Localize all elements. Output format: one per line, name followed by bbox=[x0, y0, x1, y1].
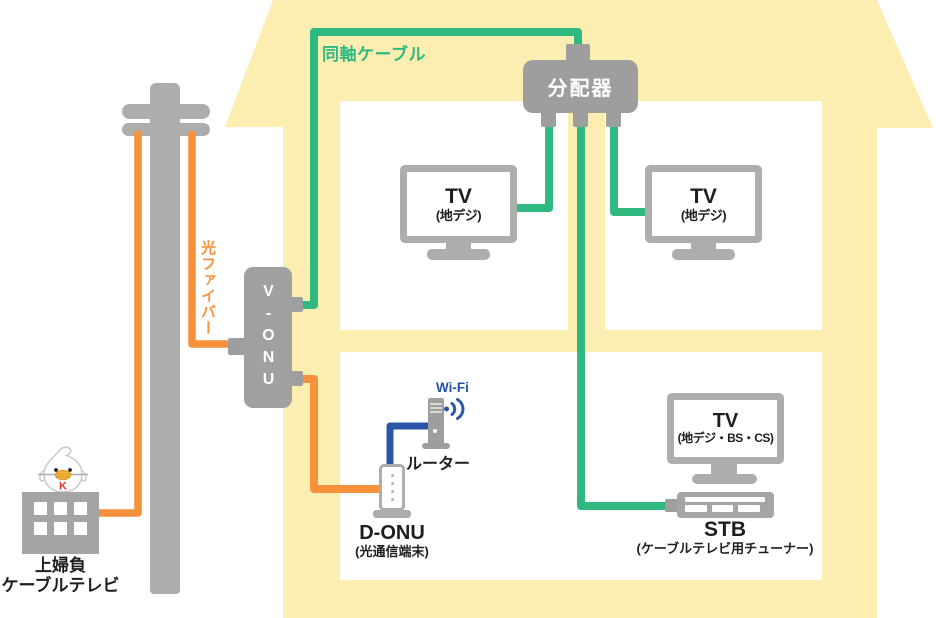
coax-cable-splitter-to-stb bbox=[577, 119, 672, 510]
tv-top-left-subtitle: (地デジ) bbox=[435, 207, 482, 223]
tv-top-left-stand-neck bbox=[446, 242, 471, 250]
splitter-output-connector-1 bbox=[541, 111, 556, 127]
window bbox=[74, 502, 87, 515]
window bbox=[34, 502, 47, 515]
coax-cable-vonu-to-splitter bbox=[294, 28, 582, 309]
stb-title: STB bbox=[704, 518, 746, 541]
router-stand-base bbox=[422, 443, 450, 449]
donu-stand-base bbox=[373, 510, 411, 518]
window bbox=[54, 522, 67, 535]
lan-cable-donu-to-router bbox=[386, 422, 431, 467]
fiber-cable-pole-to-headend bbox=[94, 131, 142, 517]
mascot-character: K bbox=[38, 446, 88, 493]
headend-name: 上婦負 ケーブルテレビ bbox=[0, 556, 123, 595]
donu-label: D-ONU (光通信端末) bbox=[322, 522, 462, 560]
window bbox=[74, 522, 87, 535]
stb-slot bbox=[685, 497, 765, 502]
wifi-signal-icon bbox=[444, 398, 465, 420]
vonu-output-connector-bottom bbox=[290, 371, 303, 386]
pole-crossarm-bottom bbox=[122, 123, 210, 136]
donu-subtitle: (光通信端末) bbox=[355, 544, 429, 559]
fiber-cable-vonu-to-donu bbox=[296, 375, 384, 493]
tv-bottom-stand-neck bbox=[711, 463, 737, 475]
tv-top-left: TV (地デジ) bbox=[400, 165, 517, 243]
tv-top-right-subtitle: (地デジ) bbox=[680, 207, 727, 223]
vonu-label: V-ONU bbox=[260, 282, 277, 393]
mascot-letter: K bbox=[59, 481, 67, 493]
pole-crossarm-top bbox=[122, 104, 210, 119]
donu-led bbox=[390, 498, 394, 501]
stb-subtitle: (ケーブルテレビ用チューナー) bbox=[636, 541, 814, 556]
router-device bbox=[428, 398, 444, 444]
tv-top-right-stand-base bbox=[672, 249, 735, 260]
tv-top-left-stand-base bbox=[427, 249, 490, 260]
vonu-output-connector-top bbox=[290, 297, 303, 312]
headend-name-line2: ケーブルテレビ bbox=[1, 575, 120, 595]
router-vent-line bbox=[430, 407, 442, 409]
vonu-input-connector bbox=[228, 338, 246, 355]
splitter-output-connector-3 bbox=[606, 111, 621, 127]
tv-bottom-title: TV bbox=[712, 410, 739, 432]
tv-top-right-stand-neck bbox=[691, 242, 716, 250]
window bbox=[54, 502, 67, 515]
router-label: ルーター bbox=[406, 456, 471, 473]
coax-cable-label: 同軸ケーブル bbox=[322, 45, 426, 64]
tv-bottom-subtitle: (地デジ・BS・CS) bbox=[677, 431, 774, 445]
splitter-output-connector-2 bbox=[573, 111, 588, 127]
window bbox=[34, 522, 47, 535]
utility-pole bbox=[150, 83, 180, 594]
router-led bbox=[433, 429, 437, 433]
stb-panel-button-3 bbox=[738, 505, 760, 512]
tv-top-left-title: TV bbox=[445, 184, 472, 208]
coax-cable-splitter-to-tv-left bbox=[512, 119, 553, 212]
stb-device bbox=[677, 492, 774, 518]
coax-cable-splitter-to-tv-right bbox=[610, 119, 650, 216]
splitter-label: 分配器 bbox=[547, 78, 614, 100]
donu-led bbox=[390, 474, 394, 477]
tv-top-right: TV (地デジ) bbox=[645, 165, 762, 243]
headend-name-line1: 上婦負 bbox=[35, 556, 86, 575]
splitter-input-connector bbox=[566, 44, 590, 61]
splitter-device: 分配器 bbox=[523, 60, 638, 113]
stb-label: STB (ケーブルテレビ用チューナー) bbox=[615, 518, 835, 557]
stb-panel-button-2 bbox=[712, 505, 733, 512]
stb-panel-button-1 bbox=[685, 505, 707, 512]
tv-bottom: TV (地デジ・BS・CS) bbox=[667, 393, 784, 464]
router-vent-line bbox=[430, 403, 442, 405]
tv-bottom-stand-base bbox=[692, 474, 757, 484]
fiber-cable-label: 光ファイバー bbox=[199, 240, 216, 336]
fiber-cable-pole-to-vonu bbox=[188, 131, 242, 348]
donu-led bbox=[390, 482, 394, 485]
donu-title: D-ONU bbox=[359, 522, 425, 544]
tv-top-right-title: TV bbox=[690, 184, 717, 208]
router-vent-line bbox=[430, 411, 442, 413]
donu-device bbox=[379, 464, 405, 511]
wifi-label: Wi-Fi bbox=[436, 380, 469, 395]
donu-led bbox=[390, 490, 394, 493]
vonu-device: V-ONU bbox=[244, 267, 292, 408]
headend-windows bbox=[34, 502, 87, 535]
stb-input-connector bbox=[665, 499, 679, 512]
